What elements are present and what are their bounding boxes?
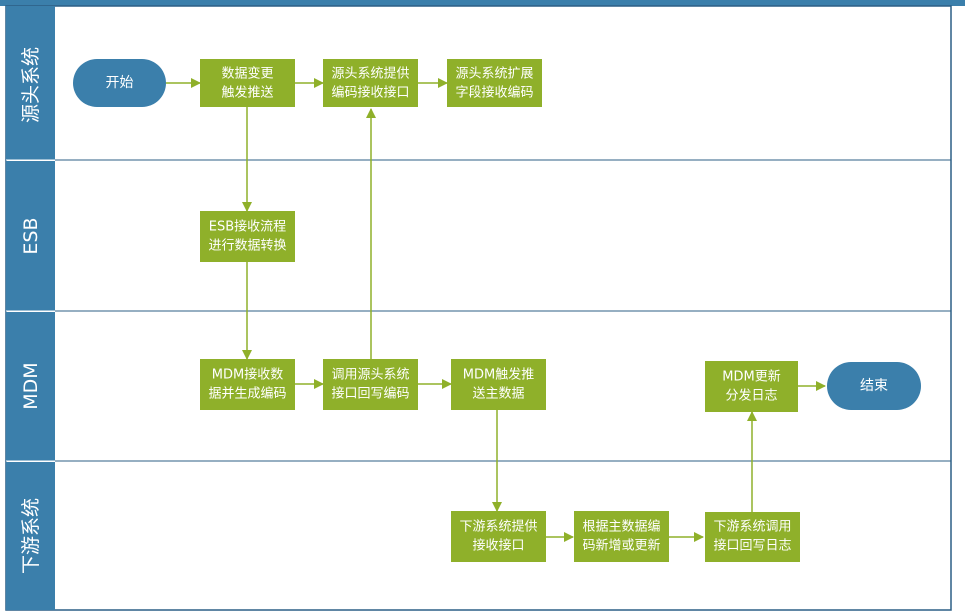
process-line: 字段接收编码 (455, 85, 533, 101)
process-ds-callback: 下游系统调用 接口回写日志 (705, 512, 800, 562)
process-line: 下游系统调用 (713, 520, 791, 535)
connectors (166, 78, 826, 542)
lane-header-downstream (6, 462, 55, 610)
process-line: MDM更新 (722, 369, 780, 385)
process-line: 源头系统扩展 (455, 67, 533, 82)
start-node: 开始 (73, 59, 166, 107)
process-src-extend: 源头系统扩展 字段接收编码 (447, 59, 542, 107)
process-line: MDM触发推 (463, 367, 534, 383)
process-esb-flow: ESB接收流程 进行数据转换 (200, 211, 295, 262)
process-mdm-receive: MDM接收数 据并生成编码 (200, 359, 295, 410)
lane-label-downstream: 下游系统 (20, 498, 42, 574)
process-line: MDM接收数 (212, 367, 283, 383)
process-line: 数据变更 (221, 66, 273, 82)
process-line: 分发日志 (725, 388, 777, 404)
process-line: 源头系统提供 (331, 66, 409, 82)
process-line: 根据主数据编 (582, 520, 660, 535)
process-line: 据并生成编码 (208, 387, 286, 402)
process-data-change: 数据变更 触发推送 (200, 59, 295, 107)
process-line: 接收接口 (472, 538, 524, 554)
process-call-src: 调用源头系统 接口回写编码 (323, 359, 418, 410)
process-ds-update: 根据主数据编 码新增或更新 (574, 511, 669, 562)
lane-header-esb (6, 161, 55, 311)
process-line: 调用源头系统 (331, 368, 409, 383)
process-line: 进行数据转换 (208, 239, 286, 254)
lane-label-source: 源头系统 (20, 47, 42, 123)
start-label: 开始 (106, 75, 134, 91)
lane-header-mdm (6, 312, 55, 461)
nodes: 开始 数据变更 触发推送 源头系统提供 编码接收接口 源头系统扩展 字段接收编码… (73, 59, 921, 562)
process-line: 触发推送 (221, 85, 273, 101)
process-line: 码新增或更新 (582, 538, 660, 554)
lane-header-source (6, 6, 55, 160)
process-src-provide: 源头系统提供 编码接收接口 (323, 59, 418, 107)
process-mdm-push: MDM触发推 送主数据 (451, 359, 546, 410)
end-label: 结束 (860, 378, 888, 394)
process-mdm-log: MDM更新 分发日志 (705, 361, 798, 412)
process-line: 送主数据 (472, 387, 524, 402)
process-line: ESB接收流程 (209, 219, 286, 235)
lane-label-mdm: MDM (20, 362, 42, 409)
process-line: 接口回写日志 (713, 538, 791, 554)
top-frame-bar (0, 0, 965, 6)
lane-label-esb: ESB (20, 217, 42, 254)
end-node: 结束 (827, 362, 921, 410)
process-line: 编码接收接口 (331, 85, 409, 101)
process-line: 接口回写编码 (331, 386, 409, 402)
process-ds-provide: 下游系统提供 接收接口 (451, 511, 546, 562)
process-line: 下游系统提供 (459, 519, 537, 535)
